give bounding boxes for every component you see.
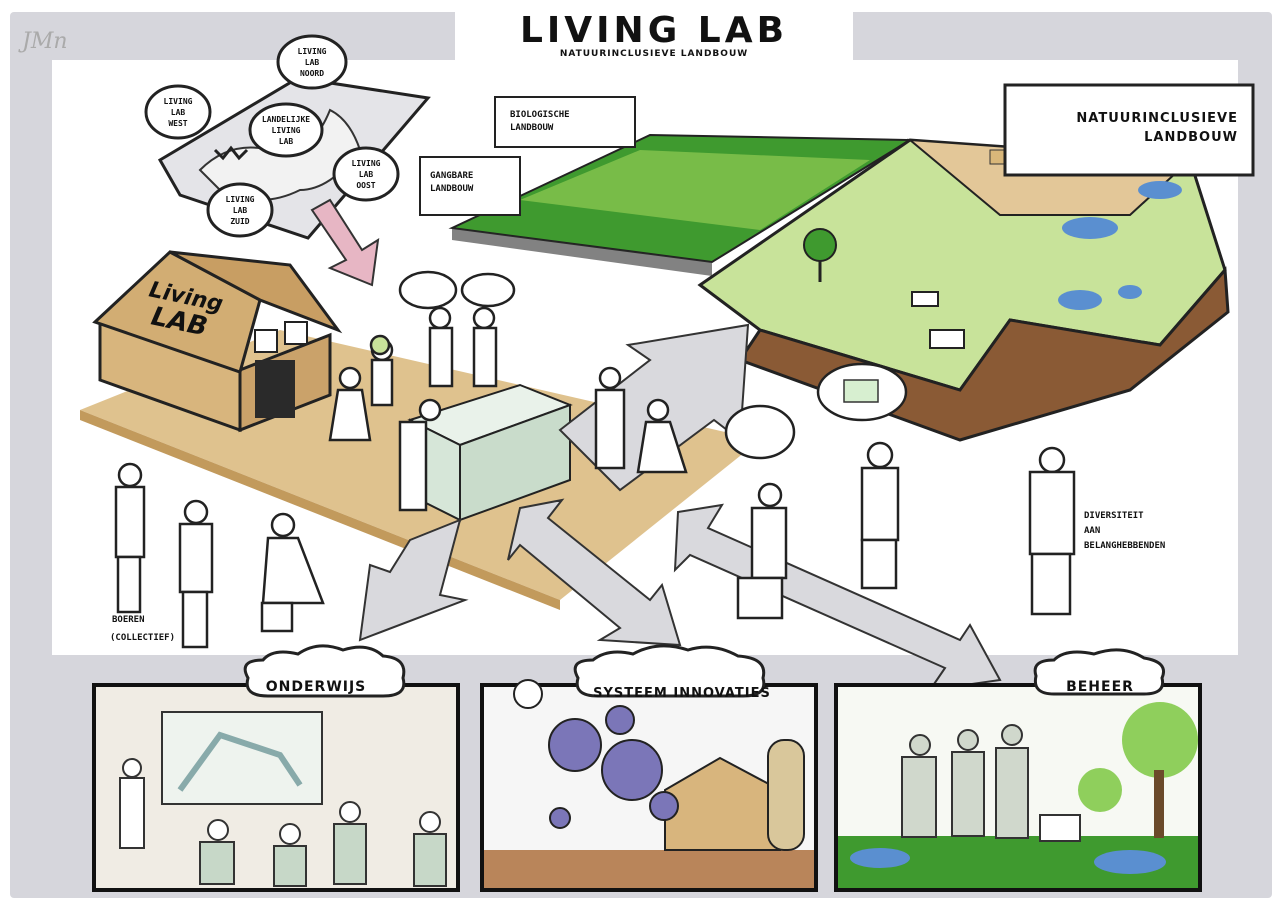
panel-title-onderwijs: ONDERWIJS bbox=[266, 679, 367, 695]
svg-text:NATUURINCLUSIEVE: NATUURINCLUSIEVE bbox=[1076, 111, 1238, 126]
svg-text:LAB: LAB bbox=[279, 137, 294, 146]
regional-map: LANDELIJKE LIVING LAB LIVING LAB NOORD L… bbox=[144, 34, 431, 240]
label-gangbare-landbouw: GANGBARE LANDBOUW bbox=[419, 156, 521, 216]
svg-text:LIVING: LIVING bbox=[298, 47, 327, 56]
svg-text:DIVERSITEIT: DIVERSITEIT bbox=[1084, 511, 1144, 521]
artist-signature: JMn bbox=[18, 29, 68, 54]
svg-text:LIVING: LIVING bbox=[164, 97, 193, 106]
svg-text:NOORD: NOORD bbox=[300, 69, 324, 78]
thought-bubbles bbox=[369, 270, 908, 460]
map-bubble-west: LIVING LAB WEST bbox=[144, 84, 212, 140]
svg-text:LANDBOUW: LANDBOUW bbox=[510, 123, 554, 133]
label-biologische-landbouw: BIOLOGISCHE LANDBOUW bbox=[494, 96, 636, 148]
panel-systeem-innovaties: SYSTEEM INNOVATIES bbox=[480, 644, 818, 892]
page-subtitle: NATUURINCLUSIEVE LANDBOUW bbox=[560, 49, 748, 59]
panel-title-systeem-innovaties: SYSTEEM INNOVATIES bbox=[593, 686, 771, 701]
svg-text:LANDBOUW: LANDBOUW bbox=[1144, 130, 1238, 145]
living-lab-barn: Living LAB bbox=[92, 250, 343, 433]
svg-text:BOEREN: BOEREN bbox=[112, 615, 145, 625]
svg-text:BIOLOGISCHE: BIOLOGISCHE bbox=[510, 110, 570, 120]
svg-text:ZUID: ZUID bbox=[230, 217, 249, 226]
svg-text:LAB: LAB bbox=[305, 58, 320, 67]
label-diversiteit: DIVERSITEIT AAN BELANGHEBBENDEN bbox=[1084, 511, 1165, 551]
svg-text:LIVING: LIVING bbox=[226, 195, 255, 204]
page-title: LIVING LAB bbox=[520, 10, 788, 51]
svg-text:OOST: OOST bbox=[356, 181, 375, 190]
svg-text:LAB: LAB bbox=[171, 108, 186, 117]
panel-beheer: BEHEER bbox=[834, 648, 1202, 892]
svg-text:LIVING: LIVING bbox=[272, 126, 301, 135]
svg-text:LIVING: LIVING bbox=[352, 159, 381, 168]
svg-text:LANDBOUW: LANDBOUW bbox=[430, 184, 474, 194]
panel-title-beheer: BEHEER bbox=[1066, 679, 1134, 695]
people-group bbox=[114, 306, 1076, 649]
label-natuurinclusieve-landbouw: NATUURINCLUSIEVE LANDBOUW bbox=[1003, 83, 1255, 177]
svg-text:GANGBARE: GANGBARE bbox=[430, 171, 473, 181]
farmland-block bbox=[448, 133, 1230, 442]
map-bubble-south: LIVING LAB ZUID bbox=[206, 182, 274, 238]
svg-text:(COLLECTIEF): (COLLECTIEF) bbox=[110, 633, 175, 643]
svg-text:LAB: LAB bbox=[359, 170, 374, 179]
svg-text:BELANGHEBBENDEN: BELANGHEBBENDEN bbox=[1084, 541, 1165, 551]
svg-text:WEST: WEST bbox=[168, 119, 187, 128]
title-block: LIVING LAB NATUURINCLUSIEVE LANDBOUW bbox=[455, 4, 853, 62]
map-bubble-north: LIVING LAB NOORD bbox=[276, 34, 348, 90]
svg-text:AAN: AAN bbox=[1084, 526, 1100, 536]
map-bubble-center: LANDELIJKE LIVING LAB bbox=[248, 102, 324, 158]
map-to-barn-arrow bbox=[310, 198, 380, 287]
svg-text:LAB: LAB bbox=[233, 206, 248, 215]
label-boeren: BOEREN (COLLECTIEF) bbox=[110, 615, 175, 643]
panel-onderwijs: ONDERWIJS bbox=[92, 644, 460, 892]
svg-text:LANDELIJKE: LANDELIJKE bbox=[262, 115, 310, 124]
map-bubble-east: LIVING LAB OOST bbox=[332, 146, 400, 202]
